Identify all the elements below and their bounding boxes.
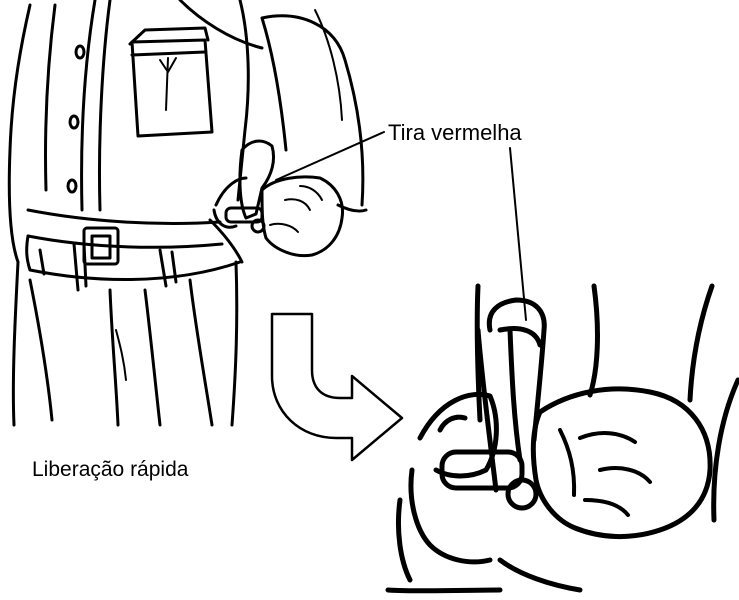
leader-line-detail [510, 148, 526, 320]
belt [28, 210, 222, 247]
hand-small [262, 177, 343, 256]
detail-closeup [388, 286, 738, 591]
hand-detail [533, 389, 710, 537]
curved-arrow-icon [272, 314, 402, 460]
leader-line-overview [276, 132, 384, 180]
strap-label: Tira vermelha [388, 120, 522, 146]
quick-release-label: Liberação rápida [32, 458, 188, 482]
